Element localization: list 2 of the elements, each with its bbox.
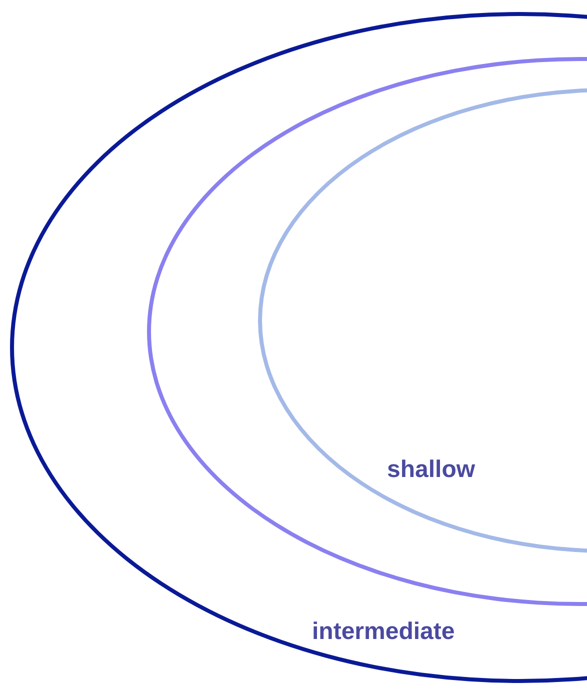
region-label: shallow — [387, 458, 476, 482]
region-label: intermediate — [312, 620, 455, 644]
